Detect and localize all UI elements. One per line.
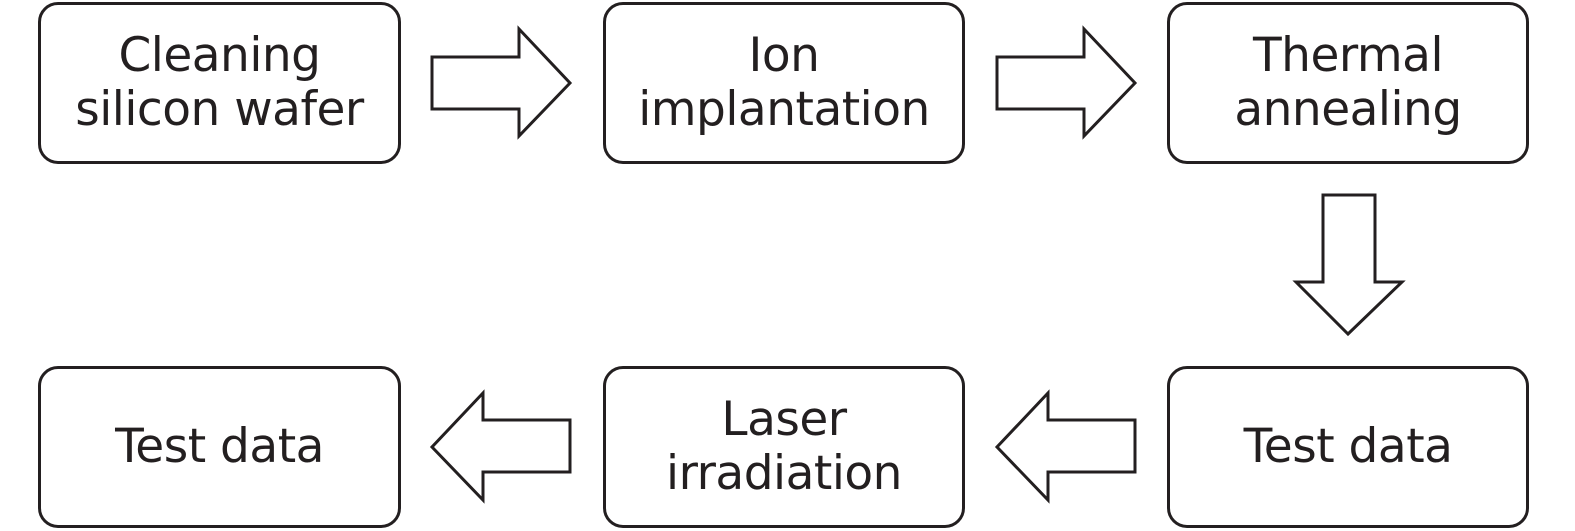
step-label: Thermal annealing	[1234, 28, 1462, 137]
arrow-left-icon	[994, 389, 1137, 504]
step-box-ion-implantation: Ion implantation	[603, 2, 965, 164]
arrow-right-icon	[995, 25, 1138, 140]
arrow-left-icon	[429, 389, 572, 504]
step-box-cleaning-silicon-wafer: Cleaning silicon wafer	[38, 2, 401, 164]
step-box-test-data-first: Test data	[1167, 366, 1529, 528]
step-box-test-data-final: Test data	[38, 366, 401, 528]
step-label: Test data	[115, 419, 324, 474]
step-label: Cleaning silicon wafer	[75, 28, 364, 137]
step-label: Laser irradiation	[666, 392, 902, 501]
step-box-laser-irradiation: Laser irradiation	[603, 366, 965, 528]
step-box-thermal-annealing: Thermal annealing	[1167, 2, 1529, 164]
arrow-down-icon	[1292, 193, 1406, 337]
arrow-right-icon	[430, 25, 573, 140]
step-label: Test data	[1243, 419, 1453, 474]
step-label: Ion implantation	[638, 28, 930, 137]
